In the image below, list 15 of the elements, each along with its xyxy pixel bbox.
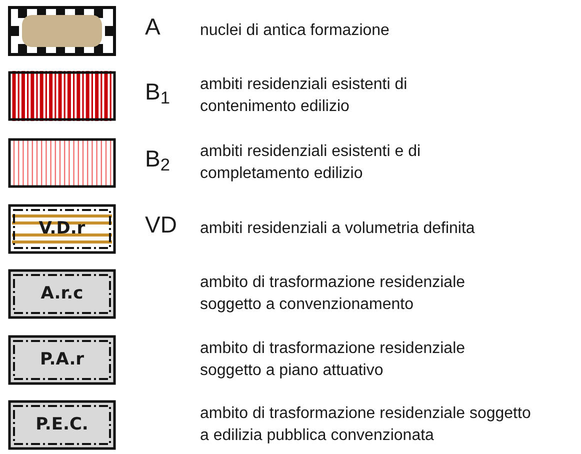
legend-text: ambito di trasformazione residenziale soggetto a convenzionamento [200, 273, 466, 315]
zone-code: V.D.r [38, 220, 86, 238]
legend-text: ambiti residenziali a volumetria definita [200, 219, 476, 239]
legend-text: ambito di trasformazione residenziale soggetto a piano attuativo [200, 339, 466, 381]
legend-text: ambiti residenziali esistenti di contenimento edilizio [200, 75, 408, 117]
zone-code: A.r.c [40, 286, 84, 302]
zone-code: A [145, 16, 160, 38]
legend-text: nuclei di antica formazione [200, 21, 390, 41]
legend-text: ambito di trasformazione residenziale soggetto a edilizia pubblica convenzionata [200, 404, 532, 446]
zone-code: P.E.C. [34, 416, 90, 434]
zone-code: P.A.r [38, 352, 86, 368]
legend-text: ambiti residenziali esistenti e di completamento edilizio [200, 142, 422, 184]
zone-code: VD [145, 214, 177, 236]
zone-code: B$_{1}$ [145, 80, 170, 104]
zone-code: B$_{2}$ [145, 148, 170, 170]
